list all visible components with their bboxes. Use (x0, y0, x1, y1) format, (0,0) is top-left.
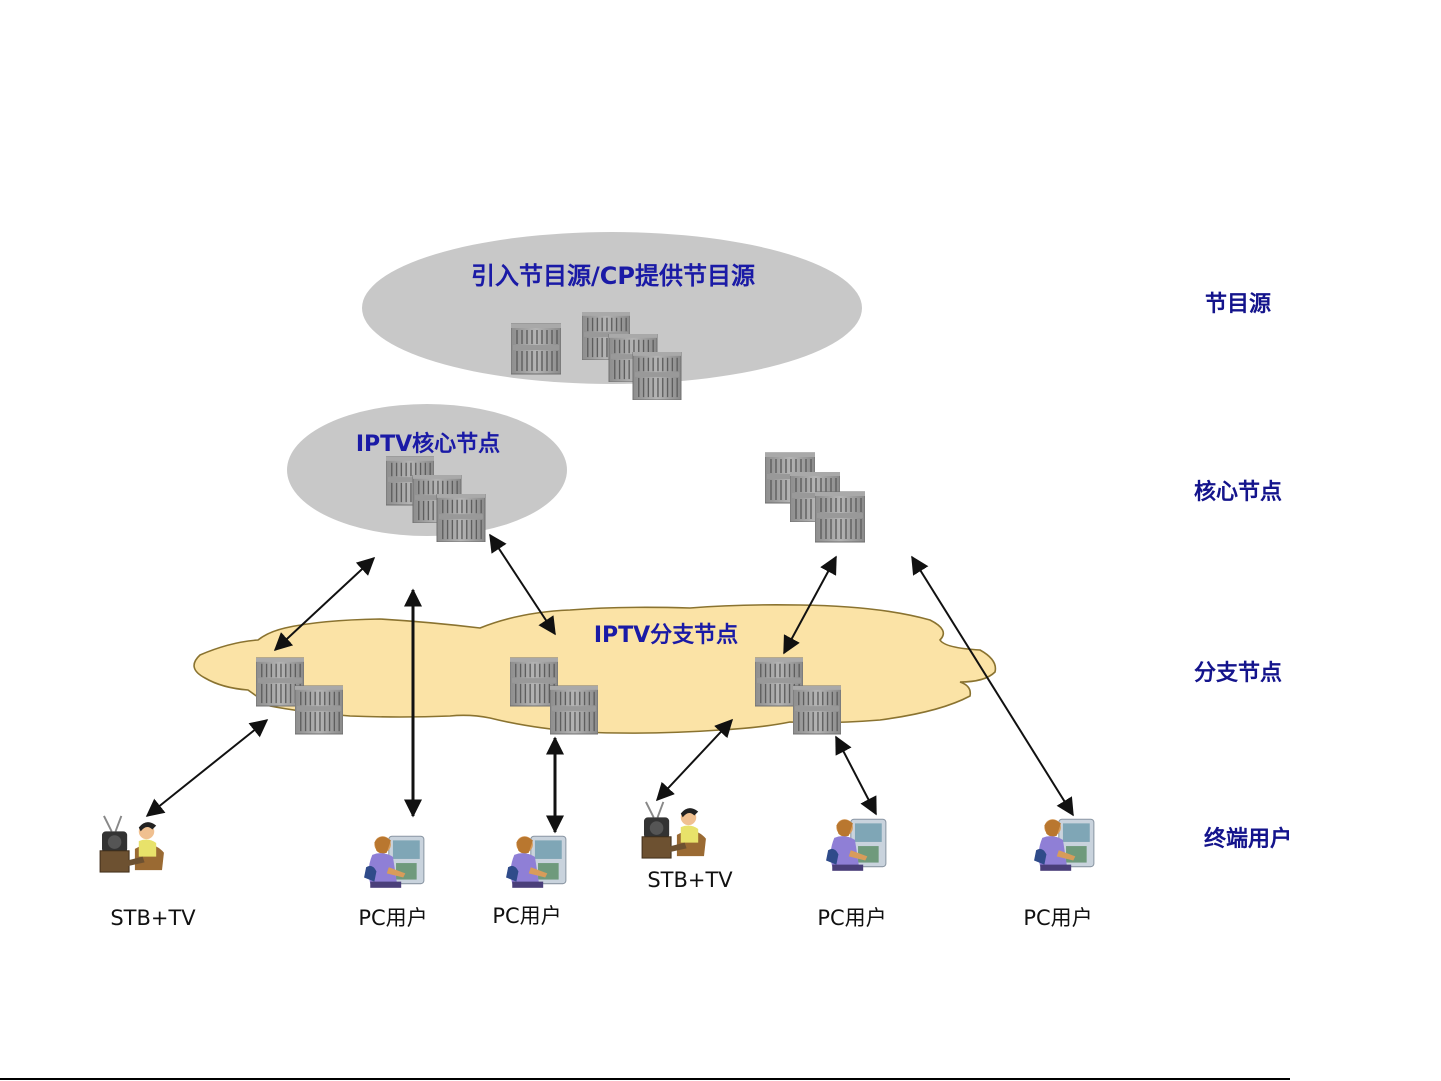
end-user-3: PC用户 (492, 835, 567, 928)
end-user-label: PC用户 (817, 906, 886, 930)
arrow-branch3-user4 (655, 718, 734, 802)
arrow-core1-branch2 (489, 533, 556, 636)
end-user-6: PC用户 (1023, 818, 1095, 930)
tier-label-source: 节目源 (1205, 292, 1271, 317)
server-icon (815, 491, 865, 543)
pc-user-icon (505, 835, 567, 889)
core-cluster-label: IPTV核心节点 (356, 431, 500, 457)
tier-label-core: 核心节点 (1194, 479, 1282, 505)
branch-cloud: IPTV分支节点 (193, 604, 997, 735)
server-icon (632, 352, 682, 400)
server-icon (511, 323, 561, 375)
end-user-label: PC用户 (1023, 906, 1092, 930)
server-icon (793, 685, 841, 735)
pc-user-icon (363, 835, 425, 889)
bottom-divider (0, 1078, 1290, 1080)
branch-cloud-label: IPTV分支节点 (594, 622, 738, 648)
end-user-label: STB+TV (110, 906, 196, 930)
core-node-2 (765, 452, 865, 543)
tier-labels: 节目源 核心节点 分支节点 终端用户 (1194, 292, 1292, 852)
end-user-1: STB+TV (99, 814, 196, 930)
end-user-2: PC用户 (358, 835, 428, 930)
pc-user-icon (825, 818, 887, 872)
arrow-branch1-user1 (145, 719, 269, 817)
stb-tv-icon (641, 800, 707, 860)
tier-label-branch: 分支节点 (1194, 660, 1282, 686)
source-cluster-label: 引入节目源/CP提供节目源 (471, 262, 755, 290)
server-icon (550, 685, 598, 735)
end-user-label: STB+TV (647, 868, 733, 892)
end-user-4: STB+TV (641, 800, 733, 892)
source-ellipse (362, 232, 862, 384)
arrow-core1-branch1 (273, 556, 376, 652)
end-user-label: PC用户 (358, 906, 427, 930)
end-user-5: PC用户 (817, 818, 887, 930)
arrow-branch3-user5 (835, 735, 877, 816)
end-user-label: PC用户 (492, 904, 561, 928)
arrow-core2-user6 (911, 555, 1074, 817)
server-icon (436, 494, 486, 542)
source-cluster: 引入节目源/CP提供节目源 (362, 232, 862, 400)
stb-tv-icon (99, 814, 165, 874)
pc-user-icon (1033, 818, 1095, 872)
tier-label-end-users: 终端用户 (1204, 826, 1292, 852)
connections (145, 533, 1074, 834)
arrow-core2-branch3 (783, 555, 837, 655)
server-icon (295, 685, 343, 735)
core-cluster: IPTV核心节点 (287, 404, 567, 542)
